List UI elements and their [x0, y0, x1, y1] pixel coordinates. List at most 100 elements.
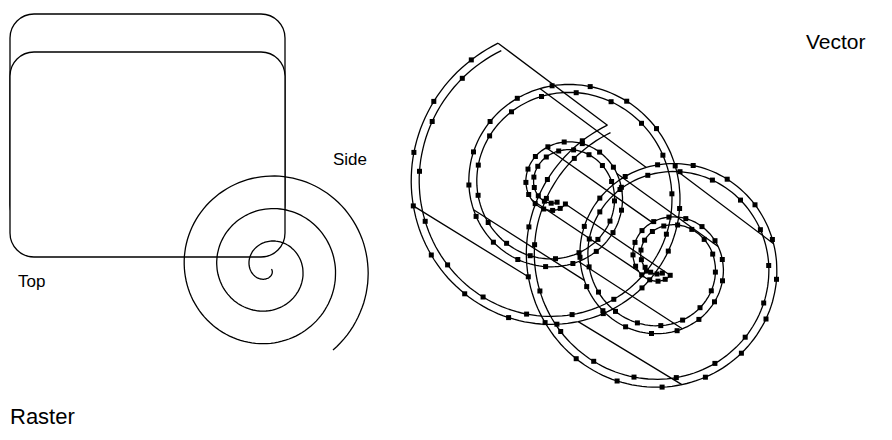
- control-point: [476, 193, 481, 198]
- control-point: [595, 237, 600, 242]
- control-point: [713, 238, 718, 243]
- control-point: [550, 208, 555, 213]
- control-point: [639, 121, 644, 126]
- control-point: [700, 224, 705, 229]
- control-point: [466, 183, 471, 188]
- control-point: [533, 201, 538, 206]
- control-point: [574, 90, 579, 95]
- control-point: [611, 230, 616, 235]
- control-point: [562, 140, 567, 145]
- control-point: [556, 149, 561, 154]
- spiral-line: [184, 176, 368, 350]
- control-point: [555, 200, 560, 205]
- control-point: [526, 224, 531, 229]
- control-point: [713, 270, 718, 275]
- control-point: [523, 180, 528, 185]
- control-point: [709, 288, 714, 293]
- control-point: [543, 320, 548, 325]
- control-point: [423, 219, 428, 224]
- control-point: [642, 238, 647, 243]
- control-point: [615, 379, 620, 384]
- control-point: [558, 329, 563, 334]
- control-point: [535, 164, 540, 169]
- control-point: [623, 174, 628, 179]
- control-point: [631, 252, 636, 257]
- control-point: [417, 169, 422, 174]
- control-point: [577, 250, 582, 255]
- control-point: [645, 173, 650, 178]
- control-point: [430, 119, 435, 124]
- control-point: [609, 99, 614, 104]
- control-point: [710, 252, 715, 257]
- control-point: [639, 272, 644, 277]
- control-point: [660, 271, 665, 276]
- control-point: [558, 206, 563, 211]
- control-point: [609, 179, 614, 184]
- control-point: [753, 202, 758, 207]
- control-point: [594, 249, 599, 254]
- control-point: [698, 305, 703, 310]
- control-point: [582, 224, 587, 229]
- control-point: [640, 285, 645, 290]
- control-point: [739, 351, 744, 356]
- control-point: [542, 199, 547, 204]
- control-point: [624, 99, 629, 104]
- view-title: Vector: [806, 30, 866, 54]
- control-point: [696, 317, 701, 322]
- control-point: [666, 215, 671, 220]
- control-point: [544, 155, 549, 160]
- control-point: [613, 309, 618, 314]
- control-point: [677, 206, 682, 211]
- control-point: [703, 375, 708, 380]
- control-point: [600, 163, 605, 168]
- control-point: [640, 228, 645, 233]
- control-point: [683, 216, 688, 221]
- control-point: [601, 311, 606, 316]
- control-point: [487, 133, 492, 138]
- control-point: [587, 264, 592, 269]
- control-point: [655, 162, 660, 167]
- control-point: [580, 141, 585, 146]
- control-point: [445, 262, 450, 267]
- control-point: [549, 201, 554, 206]
- control-point: [675, 328, 680, 333]
- control-point: [469, 57, 474, 62]
- control-point: [431, 99, 436, 104]
- control-point: [526, 192, 531, 197]
- control-point: [663, 277, 668, 282]
- control-point: [743, 335, 748, 340]
- control-point: [689, 227, 694, 232]
- control-point: [608, 219, 613, 224]
- control-point: [661, 224, 666, 229]
- control-point: [633, 264, 638, 269]
- control-point: [476, 163, 481, 168]
- control-point: [504, 241, 509, 246]
- control-point: [570, 261, 575, 266]
- control-point: [533, 154, 538, 159]
- control-point: [611, 297, 616, 302]
- control-point: [664, 232, 669, 237]
- control-point: [597, 150, 602, 155]
- control-point: [666, 249, 671, 254]
- control-point: [720, 278, 725, 283]
- control-point: [543, 264, 548, 269]
- control-point: [738, 198, 743, 203]
- view-title: Raster: [10, 404, 75, 430]
- control-point: [710, 178, 715, 183]
- control-point: [725, 177, 730, 182]
- view-label: Side: [333, 150, 367, 170]
- control-point: [612, 198, 617, 203]
- control-point: [532, 242, 537, 247]
- control-point: [481, 295, 486, 300]
- control-point: [554, 322, 559, 327]
- control-point: [766, 263, 771, 268]
- control-point: [669, 191, 674, 196]
- control-point: [526, 167, 531, 172]
- control-point: [712, 361, 717, 366]
- control-point: [648, 270, 653, 275]
- spiral-curve: [526, 125, 777, 387]
- top-view-outline: [10, 52, 285, 257]
- view-label: Top: [18, 272, 45, 292]
- spiral-curve: [419, 51, 672, 317]
